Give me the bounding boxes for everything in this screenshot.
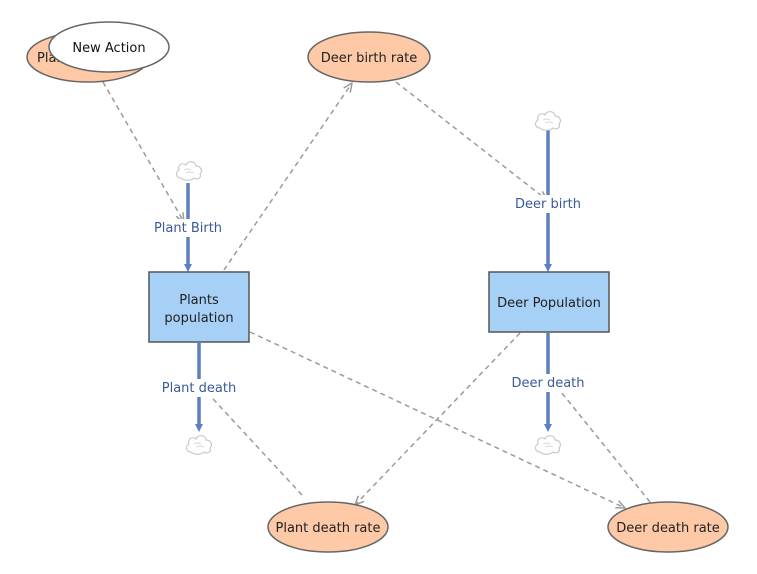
stock-label: Deer Population [497,296,601,311]
stock-plants-population[interactable]: Plants population [148,271,250,343]
stock-deer-population[interactable]: Deer Population [488,271,610,333]
variable-label: Plant death rate [276,521,381,536]
flow-label-deer-birth[interactable]: Deer birth [515,197,581,212]
link-deer-birth-rate-to-deer-birth [395,81,547,200]
link-layer [102,81,651,508]
link-plant-death-rate-to-plant-death [202,387,303,496]
cloud-icon [185,435,213,455]
link-deer-to-plant-death-rate [355,332,521,505]
variable-deer-death-rate[interactable]: Deer death rate [607,501,729,553]
flow-label-plant-birth[interactable]: Plant Birth [154,221,222,236]
variable-label: Deer birth rate [321,51,418,66]
stock-label-line-1: Plants [179,293,219,308]
link-deer-death-rate-to-deer-death [553,382,651,503]
cloud-icon [534,435,562,455]
flow-label-deer-death[interactable]: Deer death [511,376,584,391]
new-action-label: New Action [72,41,145,56]
cloud-icon [175,161,203,181]
variable-label: Deer death rate [616,521,720,536]
variable-plant-death-rate[interactable]: Plant death rate [267,501,389,553]
link-plants-to-deer-birth-rate [223,83,352,271]
flow-labels: Plant Birth Plant death Deer birth Deer … [150,195,587,397]
flow-label-plant-death[interactable]: Plant death [162,381,236,396]
stock-label-line-2: population [164,311,233,326]
cloud-icon [534,111,562,131]
variable-deer-birth-rate[interactable]: Deer birth rate [307,31,431,83]
link-plant-birth-rate-to-plant-birth [102,81,184,222]
new-action-popup[interactable]: New Action [48,21,170,73]
